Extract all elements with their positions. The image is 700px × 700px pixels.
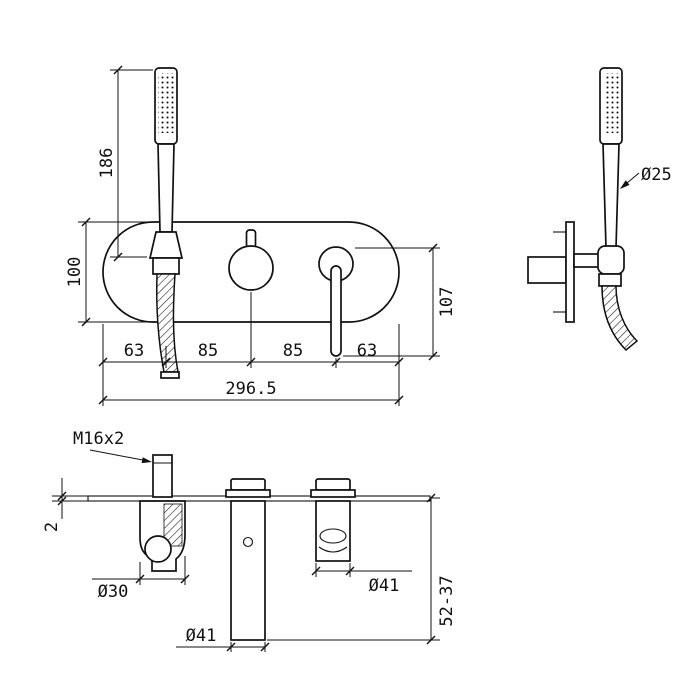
hose-side: [601, 285, 639, 352]
handshower-handle: [157, 143, 175, 233]
dim-label-63-right: 63: [357, 341, 377, 361]
dim-label-186: 186: [97, 148, 117, 179]
tick: [246, 357, 256, 367]
tick: [426, 493, 436, 503]
valve-body-side: [527, 256, 567, 284]
tick: [57, 491, 67, 501]
cartridge-cap: [230, 478, 266, 491]
dim-lever-length: 107: [343, 243, 457, 361]
tick: [345, 566, 355, 576]
tick: [57, 496, 67, 506]
valve-flange: [310, 489, 356, 498]
tick: [260, 642, 270, 652]
dim-plate-height: 100: [65, 217, 152, 327]
tick: [426, 635, 436, 645]
holder-ball: [144, 535, 172, 563]
tick: [98, 357, 108, 367]
tick: [394, 395, 404, 405]
tick: [135, 574, 145, 584]
tick: [311, 566, 321, 576]
diverter-knob: [228, 245, 274, 291]
dim-label-2: 2: [42, 522, 62, 532]
dim-label-296-5: 296.5: [225, 379, 276, 399]
tick: [81, 217, 91, 227]
valve-body-section: [315, 500, 351, 562]
dim-label-85-right: 85: [283, 341, 303, 361]
dim-cartridge-diameter: Ø41: [176, 626, 270, 652]
section-view: M16x2 2: [42, 429, 457, 652]
dim-label-63-left: 63: [124, 341, 144, 361]
faceplate-edge: [565, 221, 575, 323]
outlet-stem: [152, 454, 173, 498]
tick: [81, 317, 91, 327]
cartridge-body: [230, 500, 266, 641]
handshower-hose: [156, 273, 179, 373]
dim-label-d30: Ø30: [98, 582, 129, 602]
dim-label-100: 100: [65, 257, 85, 288]
dim-chain: 63 85 85 63: [98, 292, 404, 406]
leader-arrow: [141, 457, 152, 464]
tick: [331, 357, 341, 367]
holder-clamp-side: [597, 245, 625, 275]
cartridge-screw: [242, 536, 254, 548]
dim-holder-diameter: Ø30: [92, 556, 190, 602]
dim-label-d41-center: Ø41: [186, 626, 217, 646]
leader-arrow: [620, 180, 630, 189]
cartridge-flange: [225, 489, 271, 498]
tick: [180, 574, 190, 584]
tick: [226, 642, 236, 652]
tick: [428, 351, 438, 361]
dim-total-width: 296.5: [98, 379, 404, 405]
handshower-nut: [152, 257, 180, 275]
dim-label-52-37: 52-37: [437, 575, 457, 626]
dim-label-m16x2: M16x2: [73, 429, 124, 449]
dim-label-85-left: 85: [198, 341, 218, 361]
dim-label-107: 107: [437, 287, 457, 318]
dim-depth-range: 52-37: [267, 493, 457, 645]
tick: [98, 395, 108, 405]
handshower-holder: [148, 231, 184, 259]
tick: [113, 252, 123, 262]
spray-face-side: [604, 73, 619, 133]
tick: [113, 65, 123, 75]
dim-thread: M16x2: [73, 429, 152, 464]
mixer-lever: [330, 265, 342, 357]
valve-cap: [315, 478, 351, 491]
dim-handshower-height: 186: [97, 65, 153, 262]
dim-valve-diameter: Ø41: [311, 563, 412, 596]
tick: [394, 357, 404, 367]
tick: [428, 243, 438, 253]
hose-end: [160, 371, 180, 379]
holder-knurl: [163, 503, 183, 547]
front-view: 186 100 107: [65, 65, 457, 406]
handshower-spray-face: [158, 73, 174, 133]
dim-label-d41-right: Ø41: [369, 576, 400, 596]
dim-label-d25: Ø25: [641, 165, 672, 185]
dim-plate-thickness: 2: [42, 478, 88, 532]
valve-socket: [319, 528, 347, 544]
hose-nut-side: [598, 273, 622, 287]
leader-line: [89, 449, 149, 462]
handshower-handle-side: [602, 143, 620, 249]
dim-handshower-diameter: Ø25: [620, 165, 672, 189]
side-view: Ø25: [527, 67, 672, 352]
valve-socket-curve: [318, 546, 348, 553]
tick: [161, 357, 171, 367]
